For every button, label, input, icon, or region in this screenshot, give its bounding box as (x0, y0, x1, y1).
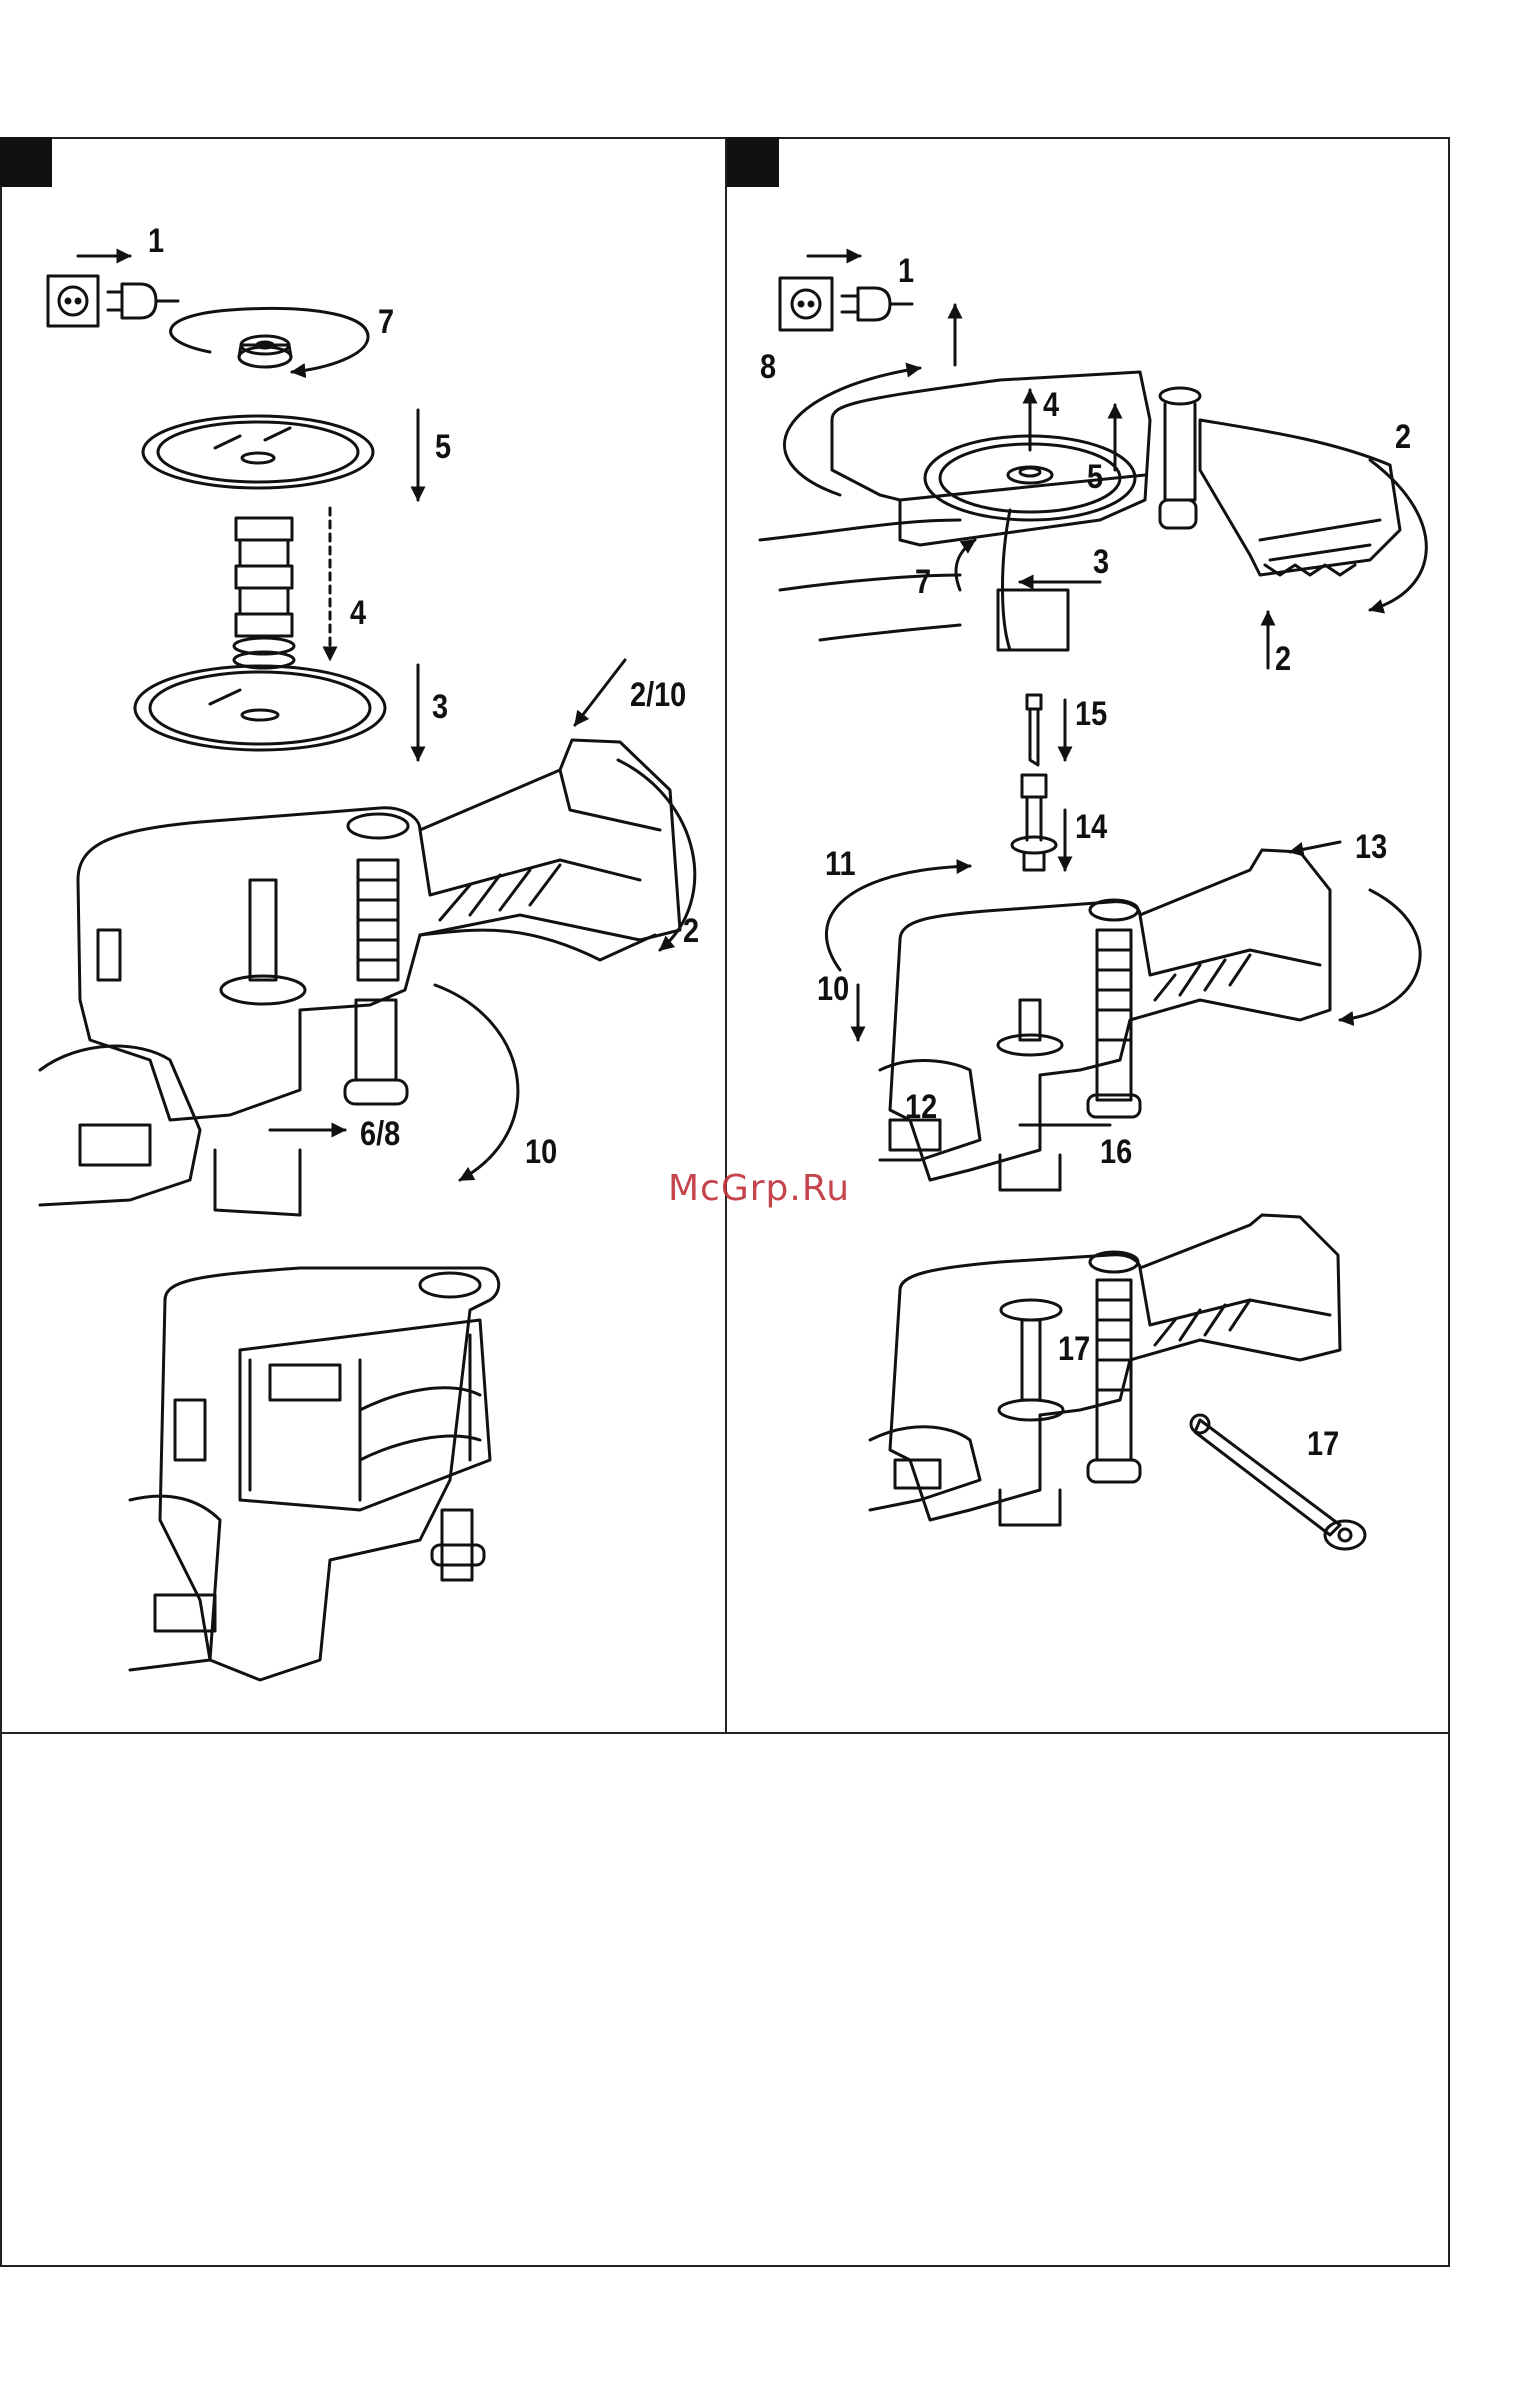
unplug-icon-group-right (780, 256, 912, 330)
callout-2-10-left: 2/10 (630, 676, 686, 715)
callout-16-right: 16 (1100, 1133, 1132, 1172)
callout-10-left: 10 (525, 1133, 557, 1172)
callout-7-right: 7 (915, 563, 931, 602)
flange-nut-left (171, 308, 368, 372)
callout-12-right: 12 (905, 1088, 937, 1127)
callout-8-right: 8 (760, 348, 776, 387)
lower-blade-left (135, 666, 385, 750)
callout-1-right: 1 (898, 252, 914, 291)
upper-blade-left (143, 416, 373, 488)
spacer-stack-left (234, 518, 294, 668)
callout-5-left: 5 (435, 428, 451, 467)
callout-14-right: 14 (1075, 808, 1107, 847)
callout-7-left: 7 (378, 303, 394, 342)
power-outlet-icon (780, 278, 832, 330)
saw-assembled-left (130, 1268, 499, 1680)
callout-13-right: 13 (1355, 828, 1387, 867)
callout-2-left: 2 (683, 912, 699, 951)
callout-2-top-right: 2 (1395, 418, 1411, 457)
callout-4-right: 4 (1043, 386, 1059, 425)
callout-5-right: 5 (1087, 458, 1103, 497)
power-plug-icon (122, 284, 156, 318)
power-plug-icon (858, 288, 890, 320)
saw-body-right-bottom (870, 1215, 1365, 1549)
power-outlet-icon (48, 276, 98, 326)
unplug-icon-group-left (48, 256, 178, 326)
callout-1-left: 1 (148, 222, 164, 261)
watermark-text: McGrp.Ru (668, 1168, 850, 1209)
screw-and-spindle-right (1012, 695, 1065, 870)
callout-10-right: 10 (817, 970, 849, 1009)
callout-4-left: 4 (350, 594, 366, 633)
callout-17-spindle-right: 17 (1058, 1330, 1090, 1369)
callout-6-8-left: 6/8 (360, 1115, 400, 1154)
callout-3-left: 3 (432, 688, 448, 727)
callout-17-wrench-right: 17 (1307, 1425, 1339, 1464)
callout-11-right: 11 (825, 845, 856, 884)
callout-3-right: 3 (1093, 543, 1109, 582)
callout-15-right: 15 (1075, 695, 1107, 734)
callout-2-bottom-right: 2 (1275, 640, 1291, 679)
